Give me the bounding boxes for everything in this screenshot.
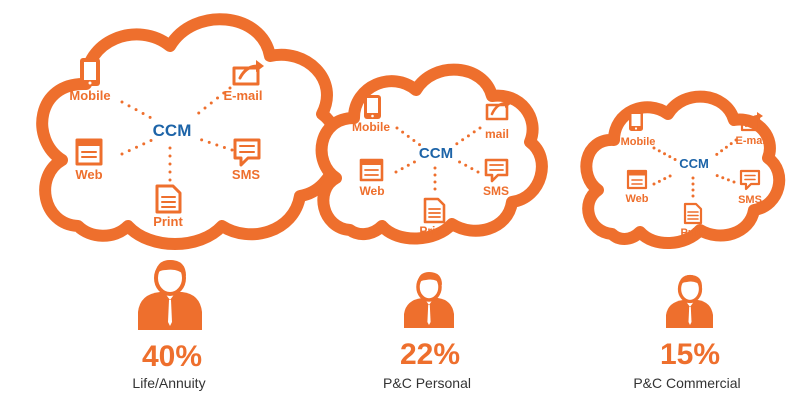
- channel-mobile-label: Mobile: [352, 120, 390, 134]
- channel-mobile-label: Mobile: [621, 136, 656, 148]
- channel-print-label: Print: [419, 224, 446, 238]
- segment-label: Life/Annuity: [132, 375, 205, 391]
- channel-email-label: E-mail: [735, 135, 768, 147]
- channel-print-label: Print: [153, 214, 183, 229]
- channel-web-label: Web: [75, 167, 102, 182]
- cloud-shape: [580, 90, 786, 250]
- channel-email-label: mail: [485, 127, 509, 141]
- email-share-icon: [485, 98, 512, 121]
- channel-web-label: Web: [625, 193, 648, 205]
- person-icon: [666, 274, 713, 328]
- segment-pc-commercial: Mobile E-mail CCM Web SMS Print: [580, 90, 786, 391]
- print-document-icon: [683, 202, 703, 225]
- mobile-phone-icon: [364, 95, 381, 119]
- channel-web-label: Web: [359, 184, 384, 198]
- connector-lines: [394, 126, 482, 198]
- web-browser-icon: [75, 138, 103, 166]
- segment-life-annuity: Mobile E-mail CCM Web SMS: [36, 13, 344, 391]
- connector-lines: [652, 138, 738, 204]
- percent-value: 15%: [660, 338, 720, 371]
- mobile-phone-icon: [80, 58, 100, 86]
- segment-label: P&C Commercial: [633, 375, 740, 391]
- person-icon: [404, 272, 454, 328]
- sms-chat-icon: [484, 158, 509, 183]
- connector-lines: [120, 86, 234, 184]
- web-browser-icon: [626, 169, 648, 190]
- channel-mobile-label: Mobile: [69, 88, 110, 103]
- channel-print-label: Print: [680, 227, 705, 239]
- print-document-icon: [423, 197, 446, 224]
- percent-value: 40%: [142, 340, 202, 373]
- channel-email-label: E-mail: [223, 88, 262, 103]
- channel-sms-label: SMS: [738, 194, 762, 206]
- segment-label: P&C Personal: [383, 375, 471, 391]
- email-share-icon: [232, 60, 264, 86]
- channel-sms-label: SMS: [232, 167, 261, 182]
- channel-sms-label: SMS: [483, 184, 509, 198]
- segment-pc-personal: Mobile mail CCM Web SMS Print: [315, 63, 548, 391]
- print-document-icon: [155, 184, 182, 214]
- percent-value: 22%: [400, 338, 460, 371]
- web-browser-icon: [359, 158, 384, 182]
- sms-chat-icon: [739, 169, 761, 191]
- mobile-phone-icon: [629, 111, 643, 131]
- cloud-shape: [36, 13, 344, 250]
- person-icon: [138, 260, 202, 330]
- center-ccm-label: CCM: [419, 145, 453, 162]
- sms-chat-icon: [233, 138, 261, 167]
- center-ccm-label: CCM: [153, 121, 192, 140]
- center-ccm-label: CCM: [679, 156, 709, 171]
- email-share-icon: [740, 112, 763, 132]
